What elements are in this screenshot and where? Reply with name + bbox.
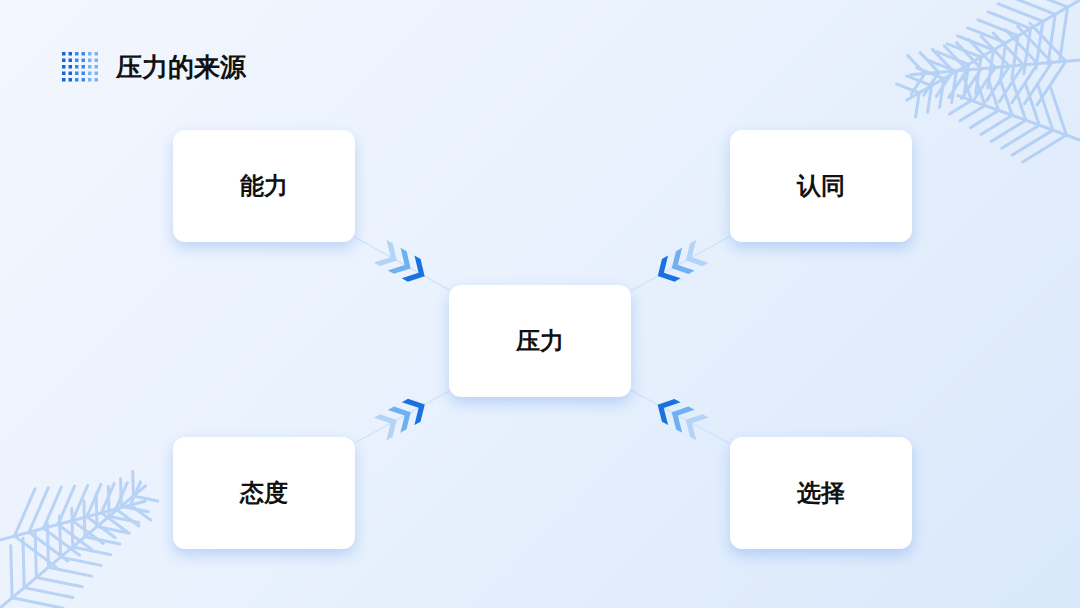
box-label: 认同 <box>797 170 845 202</box>
icon-dot <box>62 72 66 76</box>
frond-leaf <box>950 100 972 113</box>
icon-dot <box>69 78 73 82</box>
icon-dot <box>75 65 79 69</box>
chevron-head <box>651 393 680 425</box>
connector-line <box>631 390 730 444</box>
frond-leaf <box>969 39 995 67</box>
chevron-connector <box>355 391 449 443</box>
frond-leaf <box>1025 83 1039 125</box>
topic-box: 压力 <box>449 285 631 397</box>
icon-dot <box>88 52 92 56</box>
frond-leaf <box>58 524 92 549</box>
icon-dot <box>82 59 86 63</box>
icon-dot <box>62 52 66 56</box>
box-label: 压力 <box>516 325 564 357</box>
chevron-head <box>402 393 431 425</box>
chevron-connector <box>631 390 730 444</box>
icon-dot <box>62 78 66 82</box>
frond-leaf <box>1001 81 1013 116</box>
connector-line <box>355 237 449 290</box>
frond-leaf <box>24 588 72 598</box>
frond-leaf <box>963 76 971 100</box>
icon-dot <box>82 72 86 76</box>
icon-dot <box>95 72 99 76</box>
frond-leaf <box>960 105 985 120</box>
frond-leaf <box>116 483 127 509</box>
frond-leaf <box>1030 23 1066 61</box>
icon-dot <box>88 59 92 63</box>
frond-leaf <box>1012 130 1053 155</box>
topic-box: 选择 <box>730 437 912 549</box>
icon-dot <box>95 59 99 63</box>
icon-dot <box>95 65 99 69</box>
box-label: 能力 <box>240 170 288 202</box>
topic-box: 态度 <box>173 437 355 549</box>
slide-title: 压力的来源 <box>116 50 246 85</box>
box-label: 选择 <box>797 477 845 509</box>
topic-box: 能力 <box>173 130 355 242</box>
chevron-head <box>402 256 431 288</box>
icon-dot <box>95 78 99 82</box>
icon-dot <box>69 65 73 69</box>
icon-dot <box>88 78 92 82</box>
frond-leaf <box>87 484 101 516</box>
icon-dot <box>62 59 66 63</box>
frond-leaf <box>1018 27 1052 63</box>
frond-leaf <box>72 485 87 520</box>
icon-dot <box>82 65 86 69</box>
frond-leaf <box>43 528 79 555</box>
frond-leaf <box>72 508 73 546</box>
frond-leaf <box>116 509 139 526</box>
chevron-head <box>651 255 680 287</box>
icon-dot <box>75 52 79 56</box>
frond-leaf <box>36 577 82 586</box>
frond-leaf <box>29 532 68 561</box>
frond-leaf <box>130 482 140 505</box>
icon-dot <box>75 78 79 82</box>
frond-leaf <box>988 79 998 110</box>
icon-dot <box>69 59 73 63</box>
chevron-connector <box>631 236 730 291</box>
frond-leaf <box>911 74 925 95</box>
icon-dot <box>69 72 73 76</box>
frond-leaf <box>924 72 939 95</box>
frond-leaf <box>993 33 1023 65</box>
frond-leaf <box>1002 125 1039 148</box>
icon-dot <box>88 65 92 69</box>
chevron-connector <box>355 237 449 290</box>
box-label: 态度 <box>240 477 288 509</box>
frond-leaf <box>1023 135 1067 162</box>
frond-leaf <box>916 93 920 117</box>
title-icon <box>62 52 98 82</box>
icon-dot <box>75 72 79 76</box>
icon-dot <box>62 65 66 69</box>
frond-leaf <box>14 536 56 567</box>
frond-leaf <box>11 546 12 598</box>
frond-leaf <box>49 567 92 576</box>
frond-leaf <box>101 484 114 513</box>
frond-leaf <box>1006 30 1038 64</box>
icon-dot <box>95 52 99 56</box>
icon-dot <box>88 72 92 76</box>
topic-box: 认同 <box>730 130 912 242</box>
frond-leaf <box>908 56 925 74</box>
frond-leaf <box>981 36 1009 66</box>
frond-leaf <box>1048 14 1055 64</box>
icon-dot <box>69 52 73 56</box>
frond-leaf <box>1013 82 1026 120</box>
frond-leaf <box>130 505 150 520</box>
frond-leaf <box>1060 7 1068 59</box>
icon-dot <box>75 59 79 63</box>
connector-line <box>631 236 730 291</box>
frond-leaf <box>23 538 24 587</box>
icon-dot <box>82 78 86 82</box>
frond-leaf <box>976 78 985 106</box>
icon-dot <box>82 52 86 56</box>
connector-line <box>355 391 449 443</box>
frond-leaf <box>12 598 63 608</box>
frond-stem <box>0 486 146 608</box>
